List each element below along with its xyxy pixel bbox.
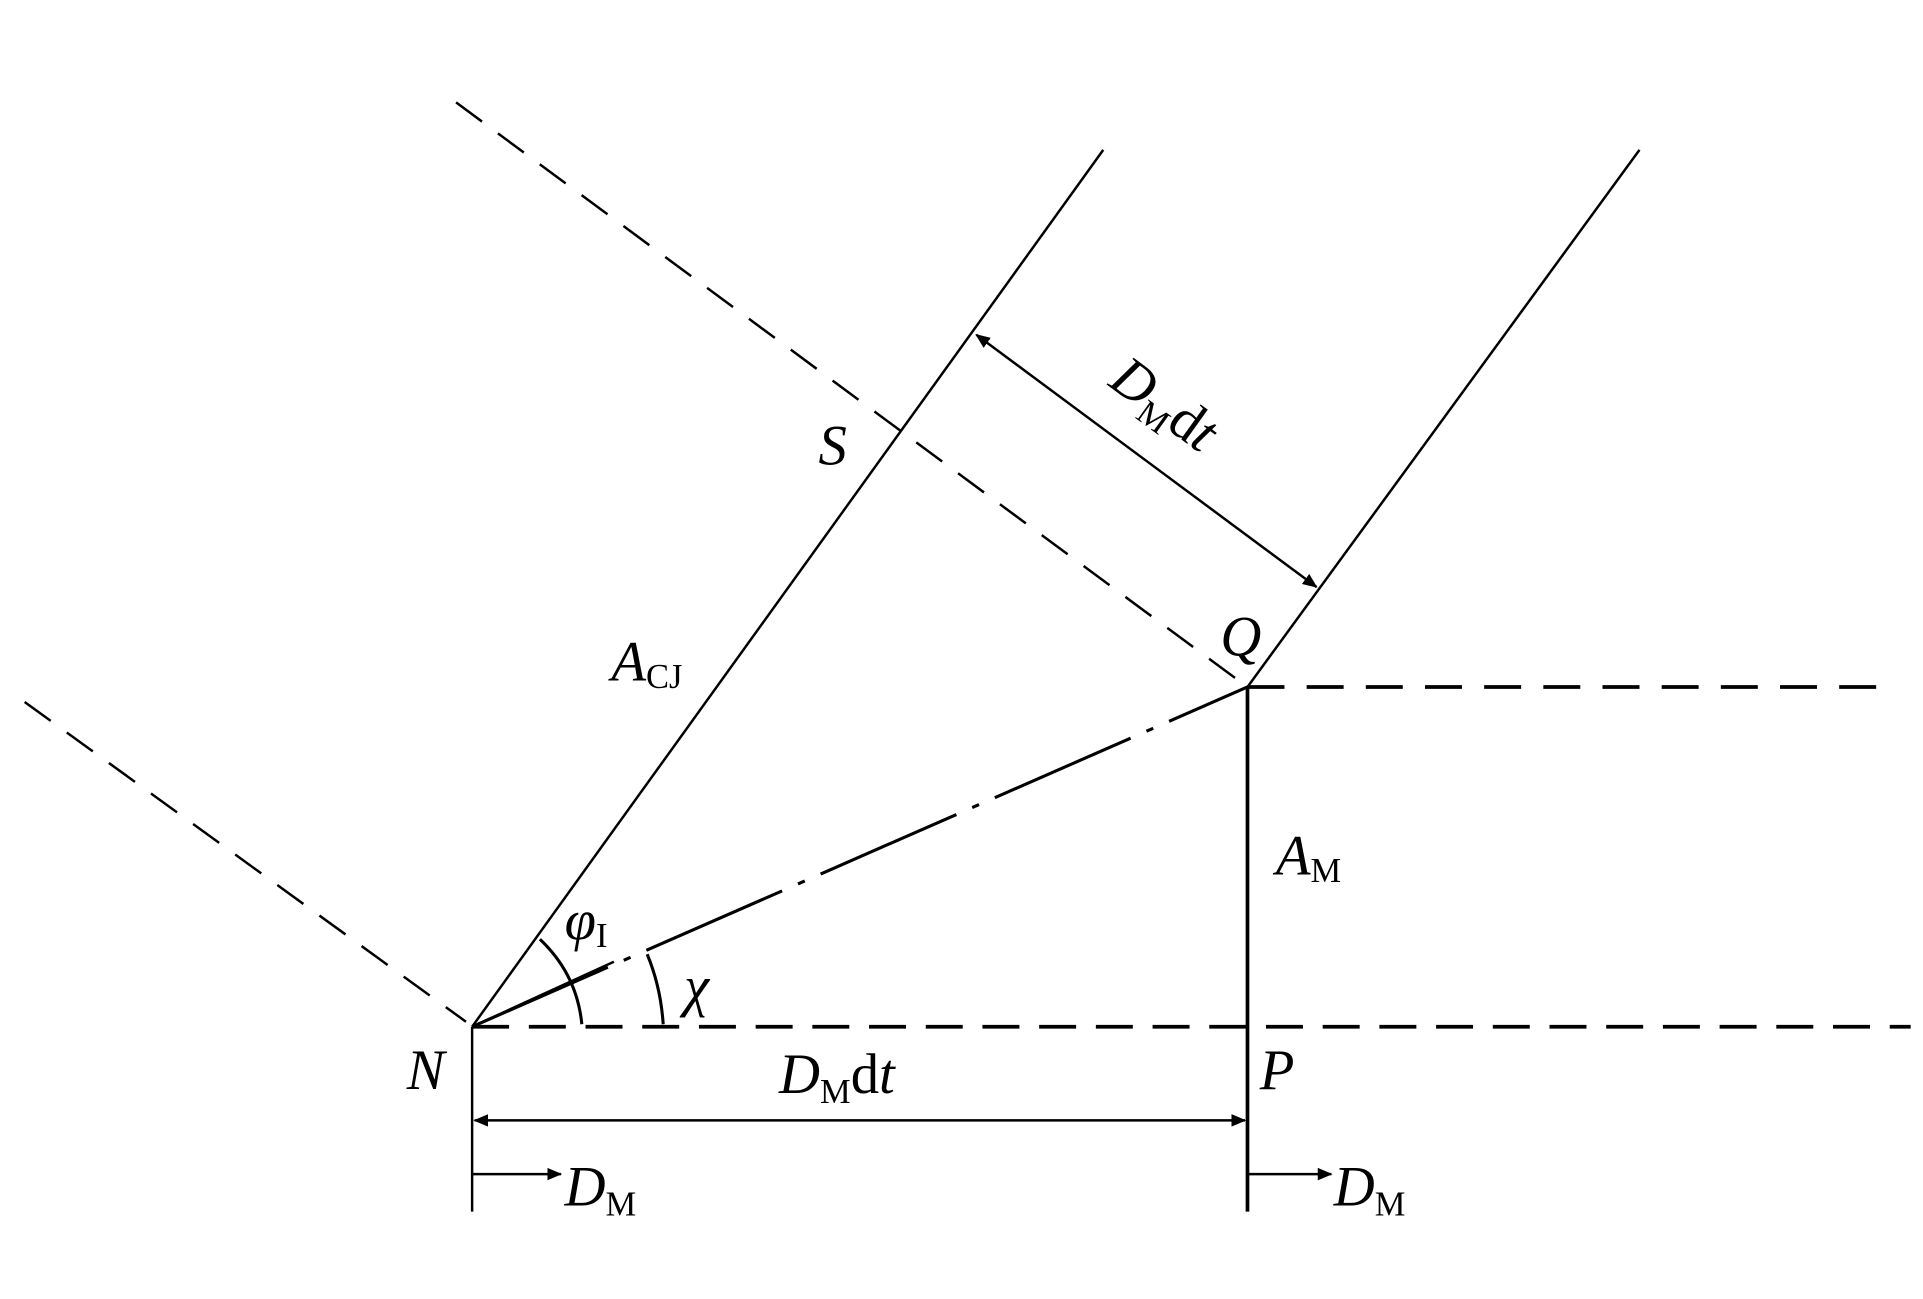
label-A-M: AM [1272, 824, 1341, 890]
label-DMdt-bottom: DMdt [778, 1043, 896, 1111]
label-DM-left: DM [564, 1155, 637, 1223]
label-phi-I: φI [565, 889, 608, 955]
chi-ray [471, 960, 615, 1028]
label-chi: χ [679, 955, 711, 1018]
label-N: N [406, 1039, 448, 1102]
dashed-line-left-N [23, 700, 467, 1023]
label-A-CJ: ACJ [607, 630, 682, 696]
label-DMdt-slanted: DMdt [1096, 343, 1231, 469]
dimension-arrow-slanted [975, 333, 1318, 589]
label-P: P [1259, 1039, 1295, 1102]
label-DM-right: DM [1333, 1155, 1406, 1223]
label-S: S [819, 414, 847, 477]
acj-front-line [471, 149, 1105, 1028]
chi-angle-arc [645, 953, 665, 1025]
shifted-front-line [1246, 149, 1641, 688]
phi-angle-arc [538, 938, 584, 1025]
dash-dot-line-N-Q [471, 685, 1249, 1029]
label-Q: Q [1220, 605, 1261, 668]
